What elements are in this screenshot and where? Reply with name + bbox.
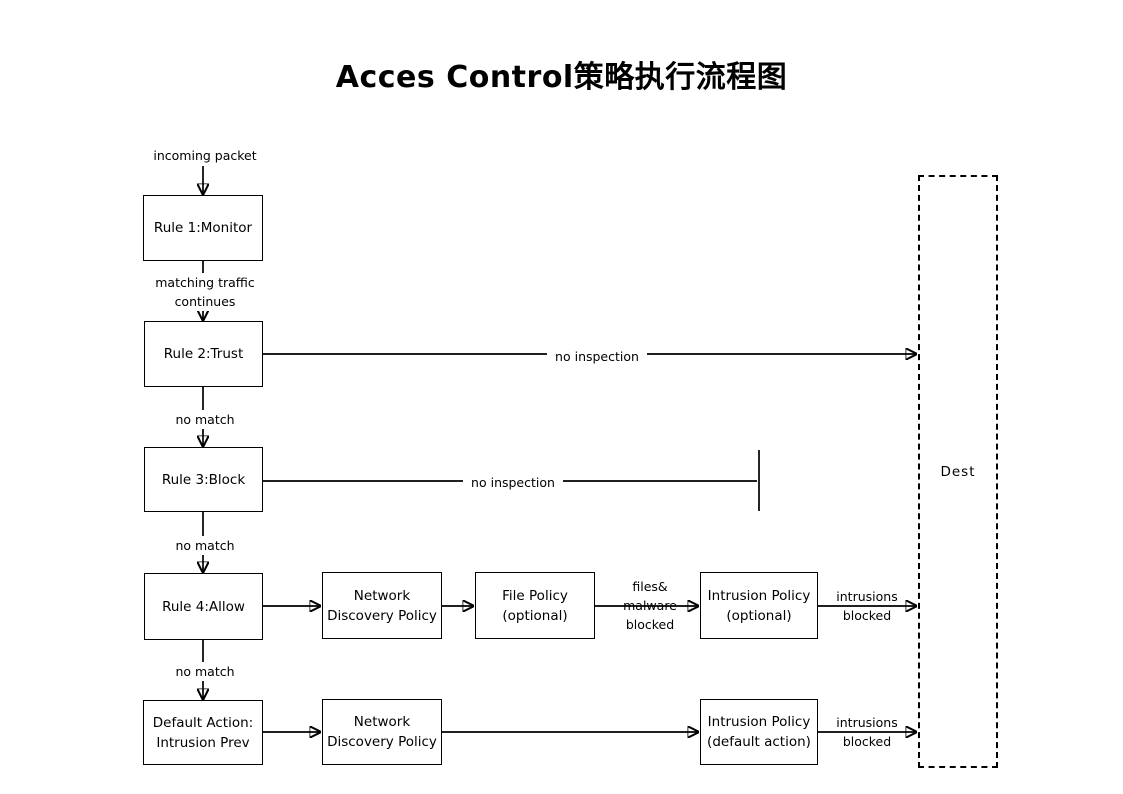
edge-label-matching-traffic-continues: matching traffic continues [133, 273, 277, 311]
node-label: Intrusion Policy (optional) [707, 587, 811, 624]
node-network-discovery-policy-allow[interactable]: Network Discovery Policy [322, 572, 442, 639]
node-file-policy[interactable]: File Policy (optional) [475, 572, 595, 639]
node-label: Rule 4:Allow [162, 598, 245, 615]
node-label: Dest [940, 463, 976, 480]
node-label: Intrusion Policy (default action) [707, 714, 811, 750]
node-rule-3-block[interactable]: Rule 3:Block [144, 447, 263, 512]
edge-label-no-inspection-trust: no inspection [547, 347, 647, 366]
edge-label-no-match-1: no match [143, 410, 267, 429]
page-title: Acces Control策略执行流程图 [335, 60, 788, 95]
edge-label-no-match-2: no match [143, 536, 267, 555]
node-label: Network Discovery Policy [327, 714, 437, 750]
node-rule-4-allow[interactable]: Rule 4:Allow [144, 573, 263, 640]
edge-label-intrusions-blocked-allow: intrusions blocked [836, 589, 898, 623]
node-rule-1-monitor[interactable]: Rule 1:Monitor [143, 195, 263, 261]
edge-label-incoming-packet: incoming packet [133, 146, 277, 165]
node-label: Rule 1:Monitor [153, 220, 253, 236]
node-network-discovery-policy-default[interactable]: Network Discovery Policy [322, 699, 442, 765]
node-intrusion-policy-optional[interactable]: Intrusion Policy (optional) [700, 572, 818, 639]
node-rule-2-trust[interactable]: Rule 2:Trust [144, 321, 263, 387]
edge-label-intrusions-blocked-default: intrusions blocked [836, 715, 898, 749]
node-label: Network Discovery Policy [327, 587, 437, 624]
node-label: Default Action: Intrusion Prev [152, 714, 254, 751]
node-intrusion-policy-default[interactable]: Intrusion Policy (default action) [700, 699, 818, 765]
edge-label-no-match-3: no match [143, 662, 267, 681]
edge-label-files-malware-blocked: files& malware blocked [623, 579, 677, 632]
edge-label-no-inspection-block: no inspection [463, 473, 563, 492]
node-label: Rule 3:Block [161, 471, 246, 488]
node-label: File Policy (optional) [502, 587, 568, 624]
node-destination[interactable]: Dest [918, 175, 998, 768]
node-label: Rule 2:Trust [163, 346, 244, 362]
node-default-action[interactable]: Default Action: Intrusion Prev [143, 700, 263, 765]
